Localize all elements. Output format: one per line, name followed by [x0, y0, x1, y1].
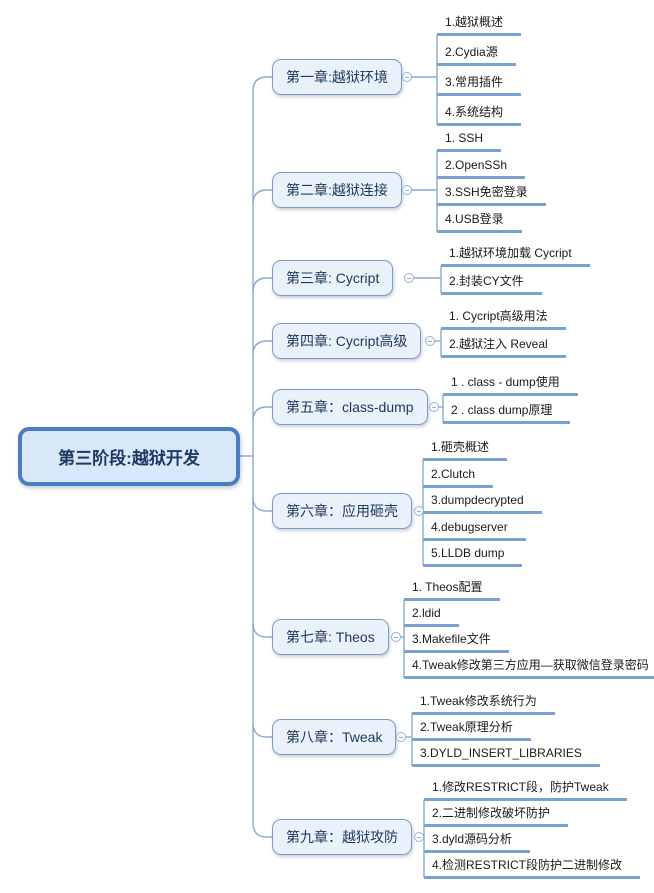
chapter-topic[interactable]: 第一章:越狱环境: [272, 59, 402, 95]
minus-icon: [417, 836, 421, 838]
chapter-topic[interactable]: 第五章：class-dump: [272, 389, 428, 425]
subtopic[interactable]: 2.Cydia源: [437, 43, 516, 66]
branch-line: [252, 496, 272, 512]
collapse-button[interactable]: [414, 832, 424, 842]
collapse-button[interactable]: [402, 185, 412, 195]
branch-line: [252, 622, 272, 638]
subtopic[interactable]: 3.Makefile文件: [404, 630, 509, 653]
subtopic[interactable]: 3.dumpdecrypted: [423, 491, 542, 514]
chapter-topic[interactable]: 第六章：应用砸壳: [272, 493, 412, 529]
subtopic[interactable]: 3.dyld源码分析: [424, 830, 531, 853]
subtopic[interactable]: 2.OpenSSh: [437, 156, 526, 179]
subtopic[interactable]: 1. Cycript高级用法: [441, 307, 566, 330]
chapter-topic[interactable]: 第二章:越狱连接: [272, 172, 402, 208]
subtopic[interactable]: 1. Theos配置: [404, 578, 501, 601]
subtopic[interactable]: 1.砸壳概述: [423, 438, 508, 461]
subtopic[interactable]: 1.修改RESTRICT段，防护Tweak: [424, 778, 627, 801]
collapse-button[interactable]: [425, 336, 435, 346]
collapse-button[interactable]: [429, 402, 439, 412]
subtopic[interactable]: 4.USB登录: [437, 210, 522, 233]
subtopic[interactable]: 2.Tweak原理分析: [412, 718, 531, 741]
chapter-topic[interactable]: 第九章：越狱攻防: [272, 819, 412, 855]
subtopic[interactable]: 1 . class - dump使用: [443, 373, 578, 396]
chapter-topic[interactable]: 第八章：Tweak: [272, 719, 397, 755]
branch-line: [252, 722, 272, 738]
chapter-topic[interactable]: 第四章: Cycript高级: [272, 323, 422, 359]
subtopic[interactable]: 4.debugserver: [423, 518, 526, 541]
minus-icon: [405, 76, 409, 78]
subtopic[interactable]: 2.ldid: [404, 604, 459, 627]
minus-icon: [399, 736, 403, 738]
branch-line: [252, 277, 272, 293]
collapse-button[interactable]: [402, 72, 412, 82]
collapse-button[interactable]: [404, 273, 414, 283]
subtopic[interactable]: 4.系统结构: [437, 103, 522, 126]
branch-line: [252, 76, 272, 92]
branch-line: [252, 822, 272, 838]
subtopic[interactable]: 2.越狱注入 Reveal: [441, 335, 566, 358]
collapse-button[interactable]: [396, 732, 406, 742]
subtopic[interactable]: 1.越狱概述: [437, 13, 522, 36]
branch-line: [252, 189, 272, 205]
subtopic[interactable]: 4.Tweak修改第三方应用—获取微信登录密码: [404, 656, 654, 679]
subtopic[interactable]: 5.LLDB dump: [423, 544, 523, 567]
branch-line: [252, 340, 272, 356]
subtopic[interactable]: 3.SSH免密登录: [437, 183, 546, 206]
collapse-button[interactable]: [391, 632, 401, 642]
minus-icon: [417, 510, 421, 512]
chapter-topic[interactable]: 第三章: Cycript: [272, 260, 394, 296]
branch-line: [252, 406, 272, 422]
subtopic[interactable]: 2.Clutch: [423, 465, 494, 488]
minus-icon: [405, 189, 409, 191]
subtopic[interactable]: 2.封装CY文件: [441, 272, 542, 295]
chapter-topic[interactable]: 第七章: Theos: [272, 619, 389, 655]
minus-icon: [428, 340, 432, 342]
minus-icon: [407, 277, 411, 279]
minus-icon: [432, 406, 436, 408]
root-topic[interactable]: 第三阶段:越狱开发: [18, 427, 240, 486]
subtopic[interactable]: 3.DYLD_INSERT_LIBRARIES: [412, 744, 600, 767]
subtopic[interactable]: 4.检测RESTRICT段防护二进制修改: [424, 856, 641, 879]
subtopic[interactable]: 2.二进制修改破坏防护: [424, 804, 569, 827]
subtopic[interactable]: 1. SSH: [437, 129, 502, 152]
subtopic[interactable]: 3.常用插件: [437, 73, 522, 96]
subtopic[interactable]: 1.Tweak修改系统行为: [412, 692, 555, 715]
subtopic[interactable]: 1.越狱环境加载 Cycript: [441, 244, 590, 267]
subtopic[interactable]: 2 . class dump原理: [443, 401, 571, 424]
minus-icon: [394, 636, 398, 638]
